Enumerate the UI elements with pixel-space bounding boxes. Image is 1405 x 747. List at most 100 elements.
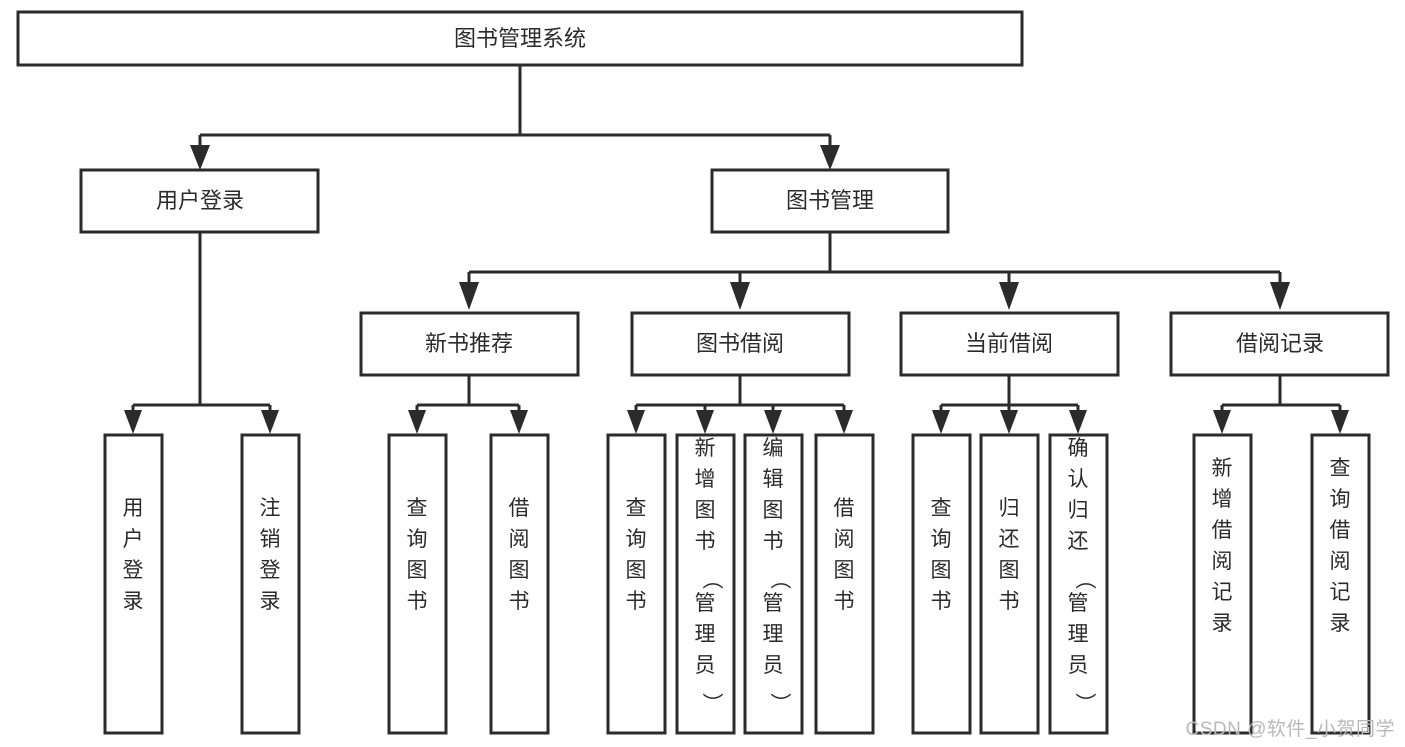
vertical-text-char: 阅 — [509, 528, 530, 551]
leaf-node[interactable]: 用户登录 — [103, 433, 164, 735]
leaf-box[interactable] — [1310, 433, 1371, 735]
vertical-text-char: （ — [768, 569, 791, 590]
leaf-box[interactable] — [743, 433, 804, 735]
leaf-box[interactable] — [911, 433, 972, 735]
vertical-text-char: 书 — [834, 590, 855, 613]
vertical-text-char: 借 — [834, 497, 855, 520]
arrow-head-icon — [510, 410, 528, 434]
node-root-label: 图书管理系统 — [454, 26, 586, 51]
vertical-text-char: 图 — [834, 559, 855, 582]
vertical-text-char: 记 — [1330, 581, 1351, 604]
node-borrow-record[interactable]: 借阅记录 — [1169, 311, 1390, 377]
arrow-head-icon — [999, 282, 1019, 310]
vertical-text-char: 查 — [931, 497, 952, 520]
node-root-box[interactable] — [16, 10, 1024, 67]
vertical-text-char: 辑 — [763, 468, 784, 491]
arrow-head-icon — [932, 410, 950, 434]
vertical-text-char: 员 — [763, 654, 784, 677]
vertical-text-char: 书 — [695, 530, 716, 553]
node-new-book-recommend[interactable]: 新书推荐 — [359, 311, 580, 377]
csdn-watermark: CSDN @软件_小贺同学 — [1185, 719, 1395, 740]
node-borrow-record-box[interactable] — [1169, 311, 1390, 377]
arrow-head-icon — [459, 282, 479, 310]
vertical-text-char: 销 — [260, 528, 281, 551]
vertical-text-char: 书 — [407, 590, 428, 613]
vertical-text-char: 理 — [695, 623, 716, 646]
leaf-box[interactable] — [1192, 433, 1253, 735]
node-book-borrow[interactable]: 图书借阅 — [630, 311, 851, 377]
node-book-management-box[interactable] — [710, 168, 950, 234]
vertical-text-char: 图 — [999, 559, 1020, 582]
node-user-login-box[interactable] — [79, 168, 320, 234]
vertical-text-char: 书 — [509, 590, 530, 613]
arrow-head-icon — [1331, 410, 1349, 434]
node-current-borrow[interactable]: 当前借阅 — [899, 311, 1120, 377]
vertical-text-char: ） — [1073, 693, 1096, 714]
vertical-text-char: 管 — [1068, 592, 1089, 615]
vertical-text-char: 用 — [123, 497, 144, 520]
vertical-text-char: 还 — [999, 528, 1020, 551]
leaf-box[interactable] — [675, 433, 736, 735]
vertical-text-char: 注 — [260, 497, 281, 520]
arrow-head-icon — [730, 282, 750, 310]
vertical-text-char: 管 — [695, 592, 716, 615]
vertical-text-char: 图 — [509, 559, 530, 582]
arrow-head-icon — [1069, 410, 1087, 434]
vertical-text-char: ） — [768, 693, 791, 714]
vertical-text-char: （ — [700, 569, 723, 590]
node-book-borrow-box[interactable] — [630, 311, 851, 377]
vertical-text-char: 图 — [695, 499, 716, 522]
vertical-text-char: 理 — [763, 623, 784, 646]
vertical-text-char: 记 — [1212, 581, 1233, 604]
arrow-head-icon — [261, 410, 279, 434]
arrow-head-icon — [1270, 282, 1290, 310]
leaf-box[interactable] — [103, 433, 164, 735]
leaf-box[interactable] — [489, 433, 550, 735]
vertical-text-char: 员 — [695, 654, 716, 677]
leaf-box[interactable] — [814, 433, 875, 735]
leaf-box[interactable] — [387, 433, 448, 735]
node-user-login[interactable]: 用户登录 — [79, 168, 320, 234]
vertical-text-char: 管 — [763, 592, 784, 615]
node-book-management[interactable]: 图书管理 — [710, 168, 950, 234]
node-current-borrow-box[interactable] — [899, 311, 1120, 377]
vertical-text-char: 归 — [999, 497, 1020, 520]
arrow-head-icon — [124, 410, 142, 434]
leaf-box[interactable] — [1048, 433, 1109, 735]
vertical-text-char: 查 — [407, 497, 428, 520]
node-new-book-recommend-label: 新书推荐 — [425, 331, 513, 356]
vertical-text-char: 登 — [123, 559, 144, 582]
leaf-box[interactable] — [240, 433, 301, 735]
node-new-book-recommend-box[interactable] — [359, 311, 580, 377]
vertical-text-char: 归 — [1068, 499, 1089, 522]
vertical-text-char: 户 — [123, 528, 144, 551]
node-root-book-management-system[interactable]: 图书管理系统 — [16, 10, 1024, 67]
vertical-text-char: 图 — [931, 559, 952, 582]
vertical-text-char: 查 — [626, 497, 647, 520]
vertical-text-char: 登 — [260, 559, 281, 582]
vertical-text-char: 询 — [1330, 488, 1351, 511]
vertical-text-char: 确 — [1068, 437, 1089, 460]
leaf-box[interactable] — [606, 433, 667, 735]
vertical-text-char: 图 — [407, 559, 428, 582]
leaf-box[interactable] — [979, 433, 1040, 735]
